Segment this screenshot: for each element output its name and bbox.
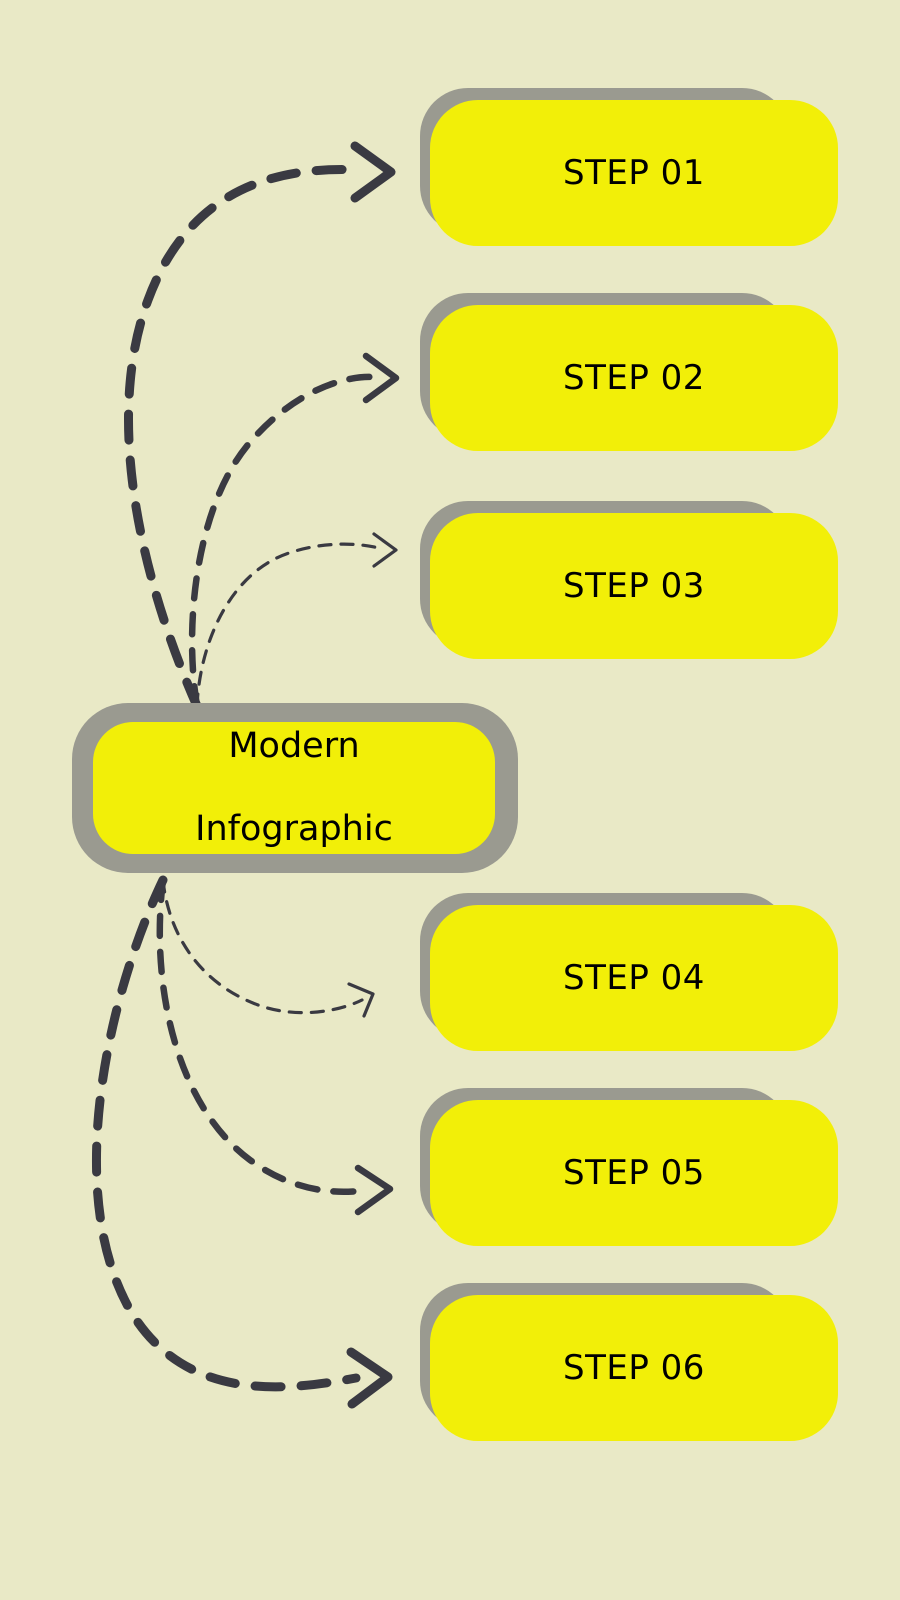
step-node-3-plate[interactable]: STEP 03 [430, 513, 838, 659]
step-node-6-plate[interactable]: STEP 06 [430, 1295, 838, 1441]
step-node-5-plate[interactable]: STEP 05 [430, 1100, 838, 1246]
center-node-label-line-2: Infographic [195, 808, 393, 849]
connector-to-step-05 [156, 876, 394, 1216]
connector-to-step-02 [188, 352, 400, 710]
step-node-4[interactable]: STEP 04 [420, 893, 838, 1051]
connector-to-step-06 [91, 875, 393, 1409]
step-node-1[interactable]: STEP 01 [420, 88, 838, 246]
step-node-4-plate[interactable]: STEP 04 [430, 905, 838, 1051]
step-node-6-label: STEP 06 [563, 1348, 705, 1388]
step-node-2-label: STEP 02 [563, 358, 705, 398]
step-node-2[interactable]: STEP 02 [420, 293, 838, 451]
step-node-3-label: STEP 03 [563, 566, 705, 606]
connector-to-step-04 [161, 878, 375, 1018]
step-node-5-label: STEP 05 [563, 1153, 705, 1193]
step-node-4-label: STEP 04 [563, 958, 705, 998]
step-node-1-plate[interactable]: STEP 01 [430, 100, 838, 246]
step-node-3[interactable]: STEP 03 [420, 501, 838, 659]
step-node-5[interactable]: STEP 05 [420, 1088, 838, 1246]
center-node[interactable]: Modern Infographic [72, 703, 518, 873]
center-node-plate[interactable]: Modern Infographic [93, 722, 495, 854]
step-node-1-label: STEP 01 [563, 153, 705, 193]
connector-to-step-03 [195, 532, 398, 708]
center-node-label-line-1: Modern [228, 726, 360, 767]
step-node-2-plate[interactable]: STEP 02 [430, 305, 838, 451]
center-node-label: Modern Infographic [195, 726, 393, 850]
connector-to-step-01 [124, 141, 396, 711]
step-node-6[interactable]: STEP 06 [420, 1283, 838, 1441]
